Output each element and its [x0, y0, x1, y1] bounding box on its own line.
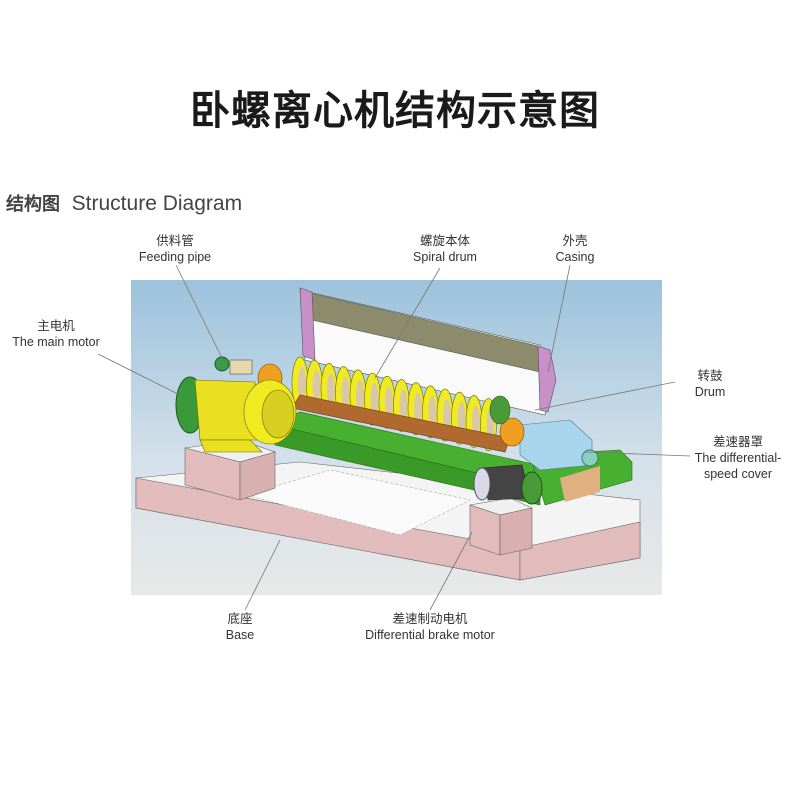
- spiral-flight-inner: [399, 389, 408, 422]
- spiral-flight-inner: [327, 373, 335, 406]
- spiral-flight-inner: [370, 383, 379, 415]
- page-title: 卧螺离心机结构示意图: [190, 88, 600, 134]
- bearing-right: [499, 417, 525, 447]
- feeding-pipe: [214, 356, 253, 375]
- pedestal-right: [469, 497, 533, 556]
- gearbox: [489, 395, 511, 425]
- spiral-flight-inner: [385, 386, 393, 419]
- spiral-flight-inner: [472, 405, 480, 438]
- spiral-flight-inner: [341, 376, 350, 409]
- differential-speed-cover: [519, 419, 599, 471]
- differential-brake-motor: [473, 464, 543, 505]
- spiral-flight-inner: [356, 379, 364, 412]
- main-motor: [175, 376, 297, 453]
- spiral-flight-inner: [457, 402, 466, 435]
- spiral-flight-inner: [443, 399, 451, 431]
- spiral-flight-inner: [298, 367, 306, 399]
- section-heading-cn: 结构图: [6, 194, 60, 215]
- section-heading: 结构图 Structure Diagram: [6, 190, 242, 216]
- section-heading-en: Structure Diagram: [71, 192, 243, 215]
- leader-lines: [97, 264, 691, 611]
- spiral-flight-inner: [414, 392, 422, 425]
- spiral-flight-inner: [312, 370, 321, 403]
- spiral-flight-inner: [428, 395, 437, 428]
- casing: [299, 287, 557, 416]
